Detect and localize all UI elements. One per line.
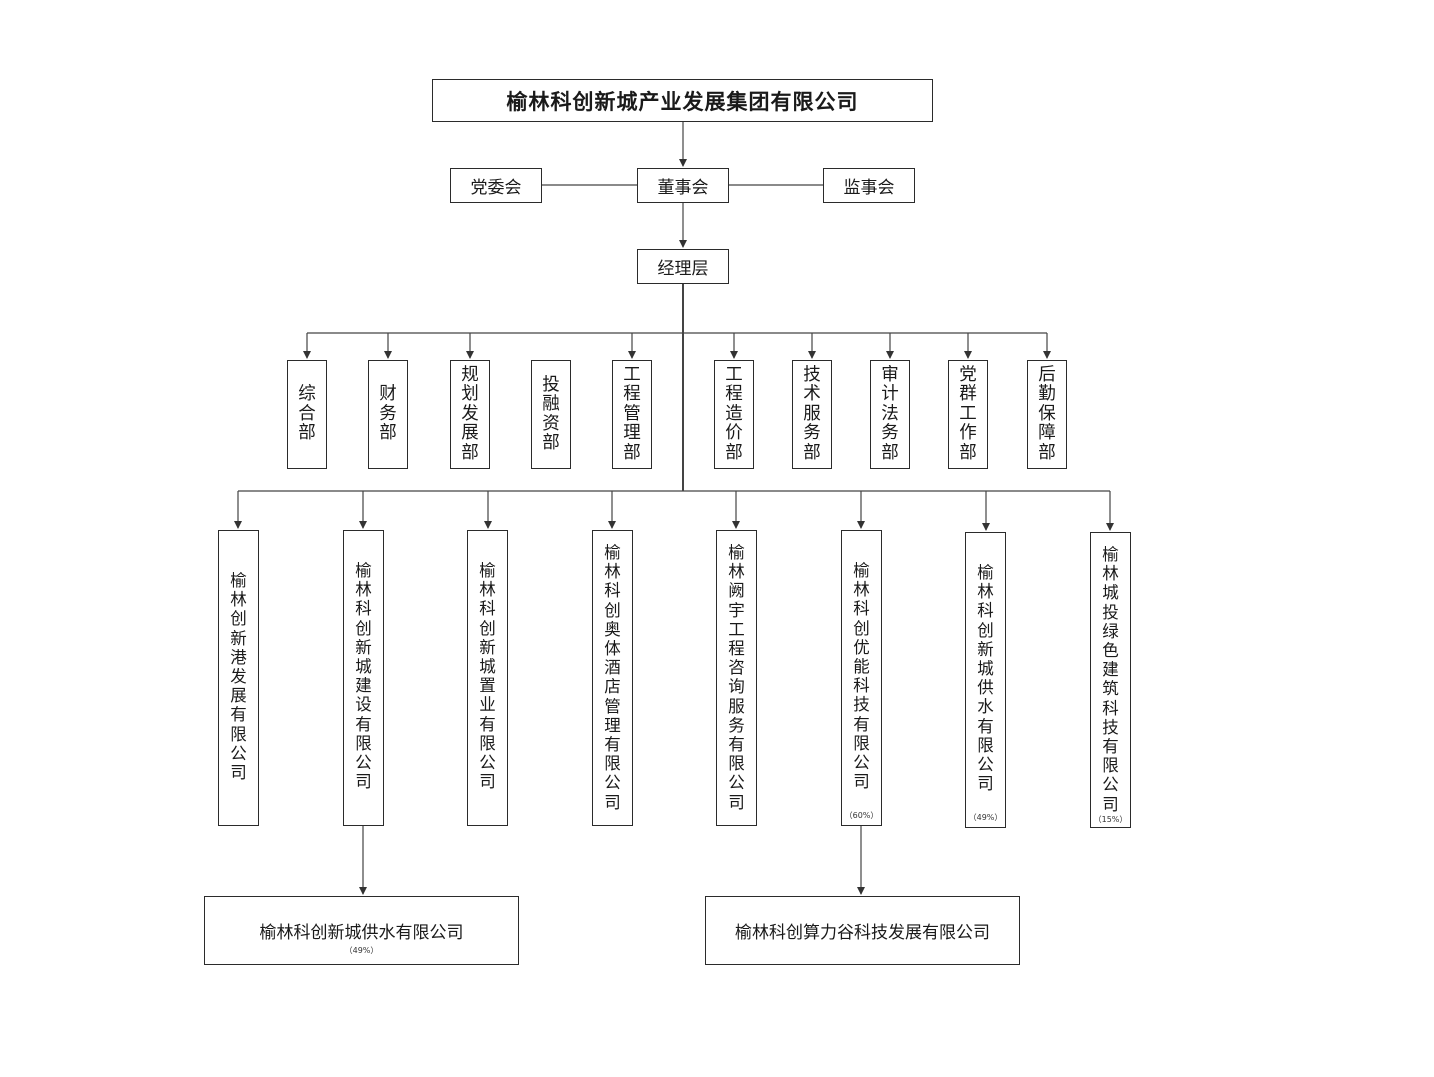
subsidiary-box: 榆林科创新城供水有限公司 （49%） — [965, 532, 1006, 828]
subsidiary-name: 榆林科创新城建设有限公司 — [355, 561, 372, 792]
shareholding-percentage: （60%） — [844, 811, 879, 820]
subsidiary-name: 榆林科创奥体酒店管理有限公司 — [604, 543, 621, 812]
subsidiary-name: 榆林科创优能科技有限公司 — [853, 561, 870, 792]
department-box: 党群工作部 — [948, 360, 988, 469]
party-committee-box: 党委会 — [450, 168, 542, 203]
department-name: 工程管理部 — [623, 364, 641, 463]
shareholding-percentage: （49%） — [968, 813, 1003, 822]
subsidiary-name: 榆林阙宇工程咨询服务有限公司 — [728, 543, 745, 812]
shareholding-percentage: （15%） — [1093, 814, 1128, 824]
department-box: 规划发展部 — [450, 360, 490, 469]
department-name: 综合部 — [298, 384, 316, 444]
subsidiary-box: 榆林城投绿色建筑科技有限公司 （15%） — [1090, 532, 1131, 828]
department-name: 规划发展部 — [461, 364, 479, 463]
subsidiary-name: 榆林创新港发展有限公司 — [230, 571, 247, 783]
second-level-subsidiary-name: 榆林科创新城供水有限公司 — [259, 923, 464, 943]
subsidiary-name: 榆林科创新城供水有限公司 — [977, 563, 994, 794]
group-company-box: 榆林科创新城产业发展集团有限公司 — [432, 79, 933, 122]
party-committee-label: 党委会 — [470, 178, 522, 198]
subsidiary-box: 榆林科创优能科技有限公司 （60%） — [841, 530, 882, 826]
department-box: 投融资部 — [531, 360, 571, 469]
supervisory-board-box: 监事会 — [823, 168, 915, 203]
group-company-name: 榆林科创新城产业发展集团有限公司 — [506, 89, 859, 114]
shareholding-percentage: （49%） — [344, 946, 379, 955]
board-label: 董事会 — [657, 178, 709, 198]
department-box: 工程造价部 — [714, 360, 754, 469]
subsidiary-box: 榆林科创新城建设有限公司 — [343, 530, 384, 826]
department-box: 审计法务部 — [870, 360, 910, 469]
second-level-subsidiary-name: 榆林科创算力谷科技发展有限公司 — [735, 923, 990, 943]
department-box: 财务部 — [368, 360, 408, 469]
second-level-subsidiary-box: 榆林科创新城供水有限公司 （49%） — [204, 896, 519, 965]
subsidiary-name: 榆林科创新城置业有限公司 — [479, 561, 496, 792]
department-box: 工程管理部 — [612, 360, 652, 469]
subsidiary-box: 榆林科创奥体酒店管理有限公司 — [592, 530, 633, 826]
subsidiary-box: 榆林创新港发展有限公司 — [218, 530, 259, 826]
department-box: 技术服务部 — [792, 360, 832, 469]
second-level-subsidiary-box: 榆林科创算力谷科技发展有限公司 — [705, 896, 1020, 965]
department-name: 后勤保障部 — [1038, 364, 1056, 463]
subsidiary-box: 榆林科创新城置业有限公司 — [467, 530, 508, 826]
department-name: 财务部 — [379, 384, 397, 444]
department-name: 审计法务部 — [881, 364, 899, 463]
department-name: 工程造价部 — [725, 364, 743, 463]
department-name: 党群工作部 — [959, 364, 977, 463]
subsidiary-box: 榆林阙宇工程咨询服务有限公司 — [716, 530, 757, 826]
department-box: 综合部 — [287, 360, 327, 469]
management-box: 经理层 — [637, 249, 729, 284]
department-name: 技术服务部 — [803, 364, 821, 463]
board-box: 董事会 — [637, 168, 729, 203]
department-name: 投融资部 — [542, 374, 560, 453]
subsidiary-name: 榆林城投绿色建筑科技有限公司 — [1102, 545, 1119, 814]
management-label: 经理层 — [657, 259, 709, 279]
supervisory-board-label: 监事会 — [843, 178, 895, 198]
department-box: 后勤保障部 — [1027, 360, 1067, 469]
